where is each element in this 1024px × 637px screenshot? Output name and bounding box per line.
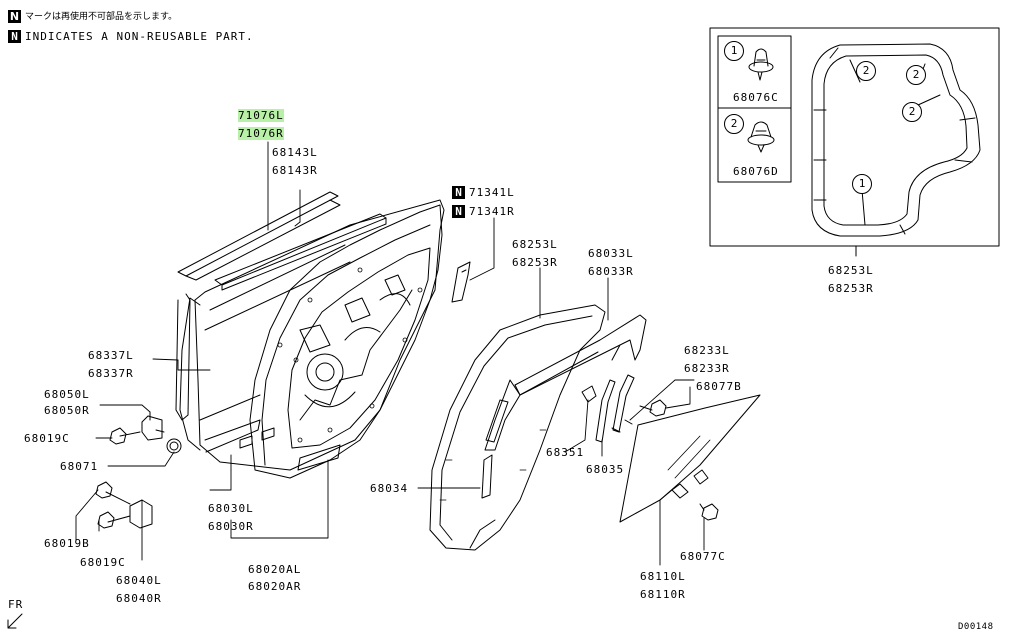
inset-weatherstrip-drawing bbox=[811, 43, 981, 237]
callout-circle-2: 2 bbox=[856, 61, 876, 81]
belt-molding-drawing bbox=[177, 191, 387, 291]
english-note-text: INDICATES A NON-REUSABLE PART. bbox=[25, 30, 254, 43]
seal-71341-drawing bbox=[451, 261, 471, 303]
part-label-68253l[interactable]: 68253L bbox=[512, 238, 558, 251]
part-label-68035[interactable]: 68035 bbox=[586, 463, 625, 476]
door-glass-drawing bbox=[619, 394, 761, 523]
leader-lines bbox=[75, 141, 705, 566]
weatherstrip-68034-drawing bbox=[429, 304, 606, 551]
part-label-68020ar[interactable]: 68020AR bbox=[248, 580, 302, 593]
front-direction-label: FR bbox=[8, 598, 24, 611]
part-label-68034[interactable]: 68034 bbox=[370, 482, 409, 495]
door-outer-panel-drawing bbox=[175, 199, 445, 471]
diagram-id: D00148 bbox=[958, 622, 994, 632]
part-label-71076r[interactable]: 71076R bbox=[238, 127, 284, 140]
part-label-68033l[interactable]: 68033L bbox=[588, 247, 634, 260]
glass-run-68033-drawing bbox=[484, 314, 647, 451]
clip-68076d-drawing bbox=[747, 121, 775, 153]
part-label-68040l[interactable]: 68040L bbox=[116, 574, 162, 587]
callout-circle-2: 2 bbox=[902, 102, 922, 122]
hinges-and-bolts-drawing bbox=[95, 399, 719, 529]
non-reusable-badge-icon: N bbox=[452, 186, 465, 199]
part-label-68019b[interactable]: 68019B bbox=[44, 537, 90, 550]
part-label-68019c-lower[interactable]: 68019C bbox=[80, 556, 126, 569]
part-label-68076c[interactable]: 68076C bbox=[733, 91, 779, 104]
fr-arrow-icon bbox=[7, 613, 23, 629]
english-note: N INDICATES A NON-REUSABLE PART. bbox=[8, 30, 254, 44]
part-label-68071[interactable]: 68071 bbox=[60, 460, 99, 473]
part-label-68337l[interactable]: 68337L bbox=[88, 349, 134, 362]
callout-circle-1: 1 bbox=[724, 41, 744, 61]
door-inner-frame-drawing bbox=[249, 204, 443, 479]
part-label-68030l[interactable]: 68030L bbox=[208, 502, 254, 515]
part-label-68050l[interactable]: 68050L bbox=[44, 388, 90, 401]
part-label-68253r-inset[interactable]: 68253R bbox=[828, 282, 874, 295]
part-label-68143l[interactable]: 68143L bbox=[272, 146, 318, 159]
part-label-68040r[interactable]: 68040R bbox=[116, 592, 162, 605]
callout-circle-2: 2 bbox=[724, 114, 744, 134]
part-label-68030r[interactable]: 68030R bbox=[208, 520, 254, 533]
part-label-68050r[interactable]: 68050R bbox=[44, 404, 90, 417]
part-label-68077b[interactable]: 68077B bbox=[696, 380, 742, 393]
part-label-71076l[interactable]: 71076L bbox=[238, 109, 284, 122]
non-reusable-badge-icon: N bbox=[452, 205, 465, 218]
part-label-68020al[interactable]: 68020AL bbox=[248, 563, 302, 576]
clip-68351-drawing bbox=[581, 385, 597, 403]
part-label-68033r[interactable]: 68033R bbox=[588, 265, 634, 278]
part-label-68233l[interactable]: 68233L bbox=[684, 344, 730, 357]
callout-circle-1: 1 bbox=[852, 174, 872, 194]
part-label-68253r[interactable]: 68253R bbox=[512, 256, 558, 269]
part-label-68077c[interactable]: 68077C bbox=[680, 550, 726, 563]
japanese-note: N マークは再使用不可部品を示します。 bbox=[8, 10, 177, 24]
part-label-68019c-upper[interactable]: 68019C bbox=[24, 432, 70, 445]
part-label-68110l[interactable]: 68110L bbox=[640, 570, 686, 583]
clip-68076c-drawing bbox=[748, 48, 774, 81]
japanese-note-text: マークは再使用不可部品を示します。 bbox=[25, 12, 178, 22]
channel-68035-drawing bbox=[595, 379, 616, 443]
channel-68233-drawing bbox=[611, 374, 635, 433]
inset-frame bbox=[709, 27, 1000, 257]
part-label-68351[interactable]: 68351 bbox=[546, 446, 585, 459]
part-label-68110r[interactable]: 68110R bbox=[640, 588, 686, 601]
part-label-68337r[interactable]: 68337R bbox=[88, 367, 134, 380]
part-label-68233r[interactable]: 68233R bbox=[684, 362, 730, 375]
non-reusable-badge-icon: N bbox=[8, 30, 21, 43]
callout-circle-2: 2 bbox=[906, 65, 926, 85]
part-label-68253l-inset[interactable]: 68253L bbox=[828, 264, 874, 277]
part-label-68076d[interactable]: 68076D bbox=[733, 165, 779, 178]
non-reusable-badge-icon: N bbox=[8, 10, 21, 23]
part-label-68143r[interactable]: 68143R bbox=[272, 164, 318, 177]
